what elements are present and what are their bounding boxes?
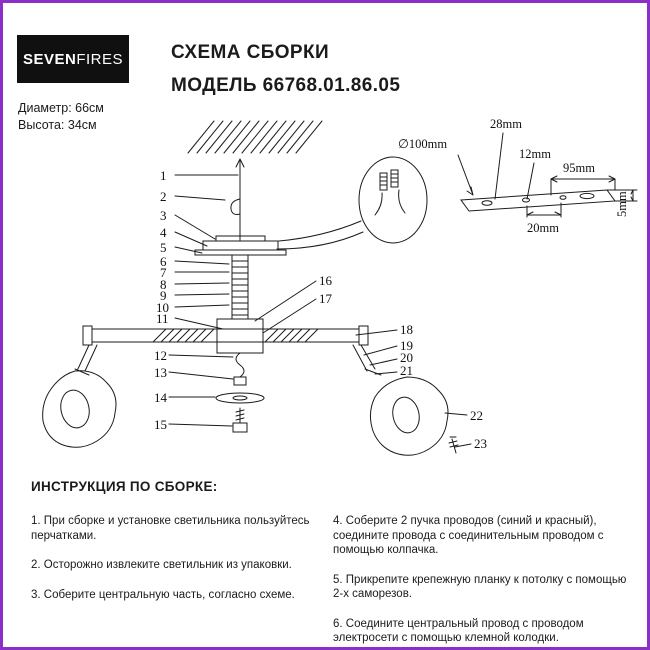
instruction-item: 6. Соедините центральный провод с провод… bbox=[333, 617, 584, 645]
part-callout: 13 bbox=[154, 365, 167, 380]
part-callout: 8 bbox=[160, 277, 167, 292]
dimension-label-diameter: ∅100mm bbox=[398, 137, 448, 151]
part-callout: 18 bbox=[400, 322, 413, 337]
ceiling-hatch bbox=[187, 120, 323, 154]
part-callout: 16 bbox=[319, 273, 332, 288]
part-callout: 6 bbox=[160, 254, 167, 269]
dimension-label-12mm: 12mm bbox=[519, 147, 551, 161]
brand-name-light: FIRES bbox=[76, 50, 124, 68]
part-callout: 14 bbox=[154, 390, 167, 405]
part-callout: 2 bbox=[160, 189, 167, 204]
assembly-instructions: ИНСТРУКЦИЯ ПО СБОРКЕ: 1. При сборке и ус… bbox=[31, 479, 631, 647]
part-callout: 15 bbox=[154, 417, 167, 432]
title-line-1: СХЕМА СБОРКИ bbox=[171, 42, 330, 63]
part-callout: 7 bbox=[160, 265, 167, 280]
part-callout: 4 bbox=[160, 225, 167, 240]
instructions-heading: ИНСТРУКЦИЯ ПО СБОРКЕ: bbox=[31, 479, 218, 494]
part-callout: 23 bbox=[474, 436, 487, 451]
instructions-column-left: 1. При сборке и установке светильника по… bbox=[31, 514, 319, 647]
part-callout: 19 bbox=[400, 338, 413, 353]
instruction-item: 1. При сборке и установке светильника по… bbox=[31, 515, 310, 542]
dimension-label-28mm: 28mm bbox=[490, 117, 522, 131]
instruction-item: 3. Соберите центральную часть, согласно … bbox=[31, 588, 295, 601]
part-callout: 17 bbox=[319, 291, 332, 306]
dimension-label-95mm: 95mm bbox=[563, 161, 595, 175]
brand-name-bold: SEVEN bbox=[22, 50, 77, 68]
spec-block: Диаметр: 66см Высота: 34см bbox=[18, 100, 104, 134]
part-callout: 3 bbox=[160, 208, 167, 223]
part-callout: 9 bbox=[160, 288, 167, 303]
part-callout: 12 bbox=[154, 348, 167, 363]
part-callout: 22 bbox=[470, 408, 483, 423]
part-callout: 21 bbox=[400, 363, 413, 378]
part-callout: 1 bbox=[160, 168, 167, 183]
part-callout: 5 bbox=[160, 240, 167, 255]
spec-diameter: Диаметр: 66см bbox=[18, 101, 104, 115]
instruction-item: 2. Осторожно извлеките светильник из упа… bbox=[31, 559, 292, 571]
dimension-label-20mm: 20mm bbox=[527, 221, 559, 235]
part-callout: 20 bbox=[400, 350, 413, 365]
instruction-item: 5. Прикрепите крепежную планку к потолку… bbox=[333, 573, 627, 601]
spec-height: Высота: 34см bbox=[18, 118, 97, 132]
part-callout: 10 bbox=[156, 300, 169, 315]
dimension-label-5mm: 5mm bbox=[615, 191, 629, 217]
instruction-item: 4. Соберите 2 пучка проводов (синий и кр… bbox=[333, 515, 604, 556]
page-title: СХЕМА СБОРКИ МОДЕЛЬ 66768.01.86.05 bbox=[171, 36, 400, 102]
instructions-column-right: 4. Соберите 2 пучка проводов (синий и кр… bbox=[333, 514, 631, 647]
part-callout: 11 bbox=[156, 311, 169, 326]
title-line-2: МОДЕЛЬ 66768.01.86.05 bbox=[171, 75, 401, 96]
